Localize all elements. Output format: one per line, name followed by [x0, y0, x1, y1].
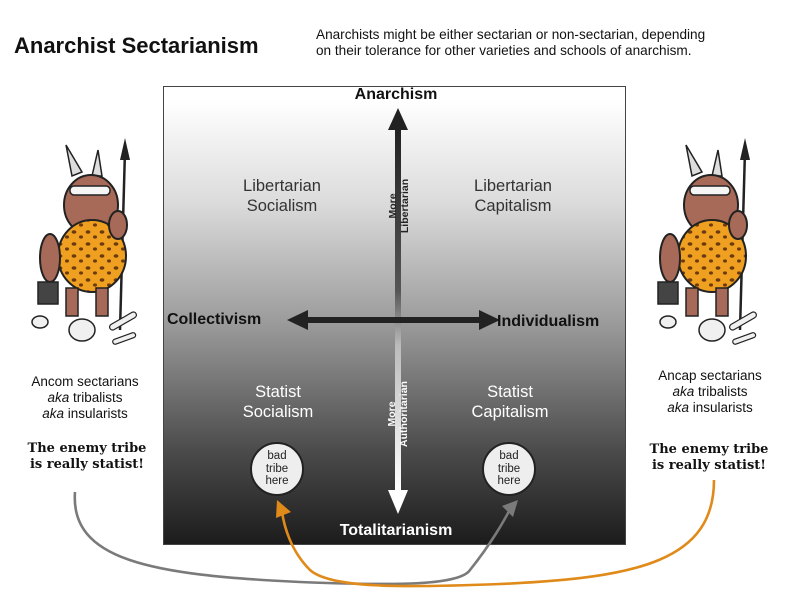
- arrow-left-icon: [287, 310, 308, 330]
- quadrant-statist-capitalism: Statist Capitalism: [440, 382, 580, 422]
- quadrant-statist-socialism: Statist Socialism: [208, 382, 348, 422]
- axis-top-text: Anarchism: [354, 86, 438, 103]
- intro-text: Anarchists might be either sectarian or …: [316, 27, 786, 59]
- badge-left-line-2: tribe: [265, 462, 289, 475]
- badge-right-line-2: tribe: [497, 462, 521, 475]
- left-caption-line-3: aka insularists: [0, 406, 175, 422]
- enemy-right-line-2: is really statist!: [651, 458, 766, 473]
- quadrant-bl-line-2: Socialism: [242, 403, 314, 421]
- political-compass-chart: [163, 86, 626, 545]
- quadrant-tl-line-2: Socialism: [246, 197, 318, 215]
- page-title: Anarchist Sectarianism: [14, 33, 259, 58]
- right-aka-2: aka: [667, 400, 689, 415]
- enemy-left-line-2: is really statist!: [29, 457, 144, 472]
- down-arrow-label: More Authoritarian: [386, 364, 410, 464]
- left-aka-1: aka: [47, 390, 70, 405]
- arrow-up-icon: [388, 108, 408, 130]
- vertical-axis-arrow: [388, 108, 408, 514]
- quadrant-tr-line-2: Capitalism: [474, 197, 552, 215]
- enemy-quote-right: The enemy tribe is really statist!: [619, 442, 792, 474]
- horizontal-axis-arrow: [287, 310, 500, 330]
- ancom-sectarians-caption: Ancom sectarians aka tribalists aka insu…: [0, 374, 175, 422]
- badge-left-line-1: bad: [267, 450, 287, 463]
- left-aka-2: aka: [42, 406, 64, 421]
- right-caption-line-2: aka tribalists: [620, 384, 792, 400]
- quadrant-tr-line-1: Libertarian: [474, 177, 552, 195]
- left-curve-arrowhead: [502, 500, 518, 517]
- badge-right-line-1: bad: [499, 450, 519, 463]
- right-caption-line-3: aka insularists: [620, 400, 792, 416]
- up-arrow-label: More Libertarian: [387, 161, 411, 251]
- down-arrow-label-line-1: More: [386, 401, 398, 427]
- quadrant-libertarian-capitalism: Libertarian Capitalism: [443, 176, 583, 216]
- right-tribe-curve: [280, 479, 716, 588]
- enemy-left-line-1: The enemy tribe: [27, 441, 147, 456]
- up-arrow-label-line-2: Libertarian: [399, 178, 411, 234]
- right-curve-arrowhead: [276, 500, 291, 518]
- quadrant-br-line-1: Statist: [487, 383, 533, 401]
- bad-tribe-badge-left: bad tribe here: [250, 442, 304, 496]
- intro-line-1: Anarchists might be either sectarian or …: [316, 27, 706, 42]
- badge-left-line-3: here: [265, 475, 289, 488]
- down-arrow-label-line-2: Authoritarian: [398, 381, 410, 447]
- arrow-right-icon: [479, 310, 500, 330]
- right-rest-2: insularists: [689, 400, 753, 415]
- enemy-right-line-1: The enemy tribe: [649, 442, 769, 457]
- quadrant-libertarian-socialism: Libertarian Socialism: [212, 176, 352, 216]
- badge-right-line-3: here: [497, 475, 521, 488]
- caveman-right-illustration: [657, 138, 757, 345]
- bad-tribe-badge-right: bad tribe here: [482, 442, 536, 496]
- enemy-quote-left: The enemy tribe is really statist!: [0, 441, 177, 473]
- axis-label-bottom: Totalitarianism: [0, 522, 792, 540]
- arrow-down-icon: [388, 490, 408, 514]
- right-aka-1: aka: [672, 384, 695, 399]
- axis-label-left: Collectivism: [167, 311, 262, 328]
- ancap-sectarians-caption: Ancap sectarians aka tribalists aka insu…: [620, 368, 792, 416]
- left-rest-2: insularists: [64, 406, 128, 421]
- axis-bottom-text: Totalitarianism: [339, 522, 453, 539]
- left-caption-line-2: aka tribalists: [0, 390, 175, 406]
- axis-label-right: Individualism: [497, 313, 600, 330]
- right-rest-1: tribalists: [694, 384, 748, 399]
- quadrant-tl-line-1: Libertarian: [243, 177, 321, 195]
- left-caption-line-1: Ancom sectarians: [31, 374, 139, 389]
- quadrant-br-line-2: Capitalism: [471, 403, 549, 421]
- left-rest-1: tribalists: [69, 390, 123, 405]
- up-arrow-label-line-1: More: [387, 193, 399, 219]
- quadrant-bl-line-1: Statist: [255, 383, 301, 401]
- right-caption-line-1: Ancap sectarians: [658, 368, 762, 383]
- intro-line-2: on their tolerance for other varieties a…: [316, 43, 692, 58]
- caveman-left-illustration: [31, 138, 137, 345]
- axis-label-top: Anarchism: [0, 86, 792, 104]
